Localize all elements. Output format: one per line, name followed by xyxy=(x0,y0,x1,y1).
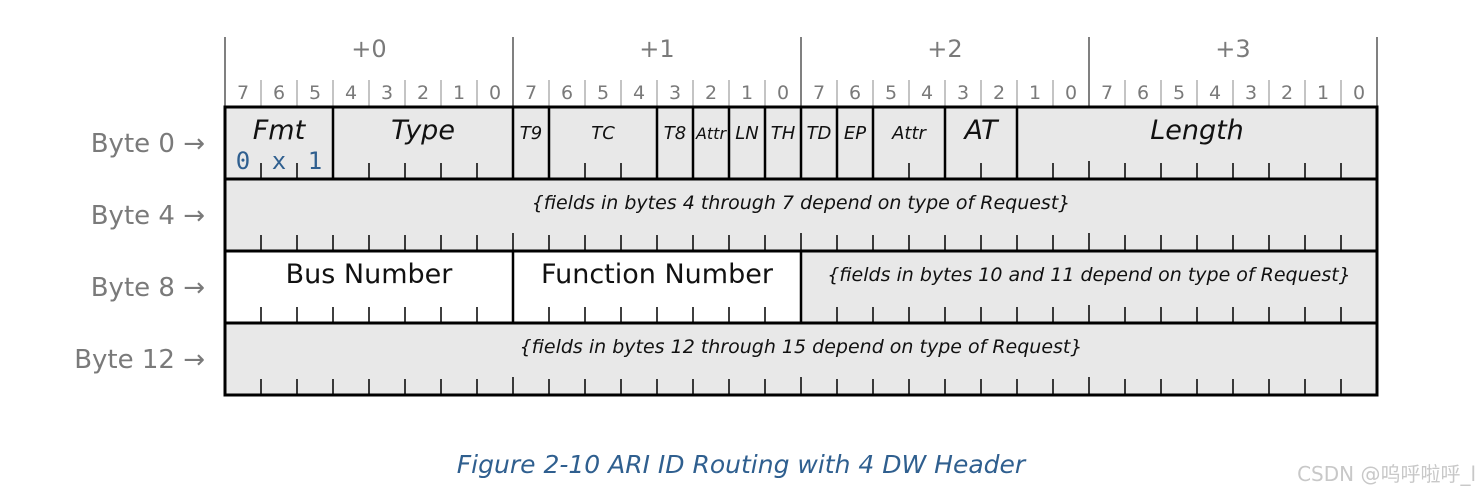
bit-label: 7 xyxy=(237,82,249,104)
bit-label: 7 xyxy=(525,82,537,104)
watermark: CSDN @呜呼啦呼_l xyxy=(1297,462,1476,486)
field-label: TD xyxy=(807,123,832,144)
fmt-value-digit: 0 xyxy=(236,147,250,175)
byte-offset-label: +3 xyxy=(1215,35,1250,63)
row-label: Byte 12 → xyxy=(74,345,205,375)
bit-label: 7 xyxy=(813,82,825,104)
bit-label: 3 xyxy=(669,82,681,104)
field-label: AT xyxy=(963,115,1001,146)
field-label: EP xyxy=(844,123,866,144)
field-label: Length xyxy=(1150,115,1244,146)
diagram-outline xyxy=(223,105,1379,397)
row-label: Byte 4 → xyxy=(91,201,205,231)
byte-offset-label: +0 xyxy=(351,35,386,63)
field-label: Fmt xyxy=(253,115,307,146)
bit-label: 6 xyxy=(561,82,573,104)
fmt-value-digit: x xyxy=(272,147,286,175)
bit-label: 4 xyxy=(921,82,933,104)
bit-label: 6 xyxy=(849,82,861,104)
header-field xyxy=(692,106,730,180)
header-field xyxy=(548,106,658,180)
field-label: TC xyxy=(591,123,615,144)
header-field xyxy=(332,106,514,180)
bit-label: 0 xyxy=(1353,82,1365,104)
field-label: T9 xyxy=(520,123,542,144)
bit-label: 2 xyxy=(1281,82,1293,104)
bit-label: 3 xyxy=(1245,82,1257,104)
bit-label: 1 xyxy=(1029,82,1041,104)
bit-label: 0 xyxy=(777,82,789,104)
bit-label: 0 xyxy=(1065,82,1077,104)
bit-label: 6 xyxy=(1137,82,1149,104)
header-field xyxy=(836,106,874,180)
bit-label: 6 xyxy=(273,82,285,104)
row-label: Byte 0 → xyxy=(91,129,205,159)
tlp-header-diagram: +0 7 6 5 4 3 2 1 0 +1 7 6 5 4 3 2 1 0 +2 7 6 5 4 3 2 1 0 +3 7 6 5 4 3 2 1 0… xyxy=(74,35,1379,397)
fmt-value-digit: 1 xyxy=(308,147,322,175)
bit-label: 1 xyxy=(741,82,753,104)
bit-label: 2 xyxy=(993,82,1005,104)
field-label: Attr xyxy=(695,124,727,143)
bit-label: 3 xyxy=(957,82,969,104)
bit-label: 3 xyxy=(381,82,393,104)
field-label: Bus Number xyxy=(286,259,454,290)
row-label: Byte 8 → xyxy=(91,273,205,303)
field-label: LN xyxy=(735,123,759,144)
field-label: {fields in bytes 4 through 7 depend on t… xyxy=(532,192,1071,214)
bit-label: 4 xyxy=(633,82,645,104)
bit-label: 5 xyxy=(885,82,897,104)
field-label: {fields in bytes 10 and 11 depend on typ… xyxy=(827,264,1351,286)
field-label: {fields in bytes 12 through 15 depend on… xyxy=(520,336,1083,358)
field-label: Attr xyxy=(891,123,927,144)
bit-label: 5 xyxy=(309,82,321,104)
bit-label: 5 xyxy=(597,82,609,104)
figure-caption: Figure 2-10 ARI ID Routing with 4 DW Hea… xyxy=(456,450,1026,479)
bit-label: 7 xyxy=(1101,82,1113,104)
byte-offset-label: +1 xyxy=(639,35,674,63)
field-label: Function Number xyxy=(541,259,774,290)
bit-label: 1 xyxy=(453,82,465,104)
field-label: TH xyxy=(771,123,796,144)
byte-offset-label: +2 xyxy=(927,35,962,63)
field-label: Type xyxy=(391,115,455,146)
bit-label: 2 xyxy=(417,82,429,104)
bit-label: 0 xyxy=(489,82,501,104)
bit-label: 4 xyxy=(1209,82,1221,104)
bit-label: 1 xyxy=(1317,82,1329,104)
field-label: T8 xyxy=(664,123,686,144)
bit-label: 2 xyxy=(705,82,717,104)
bit-label: 5 xyxy=(1173,82,1185,104)
bit-label: 4 xyxy=(345,82,357,104)
